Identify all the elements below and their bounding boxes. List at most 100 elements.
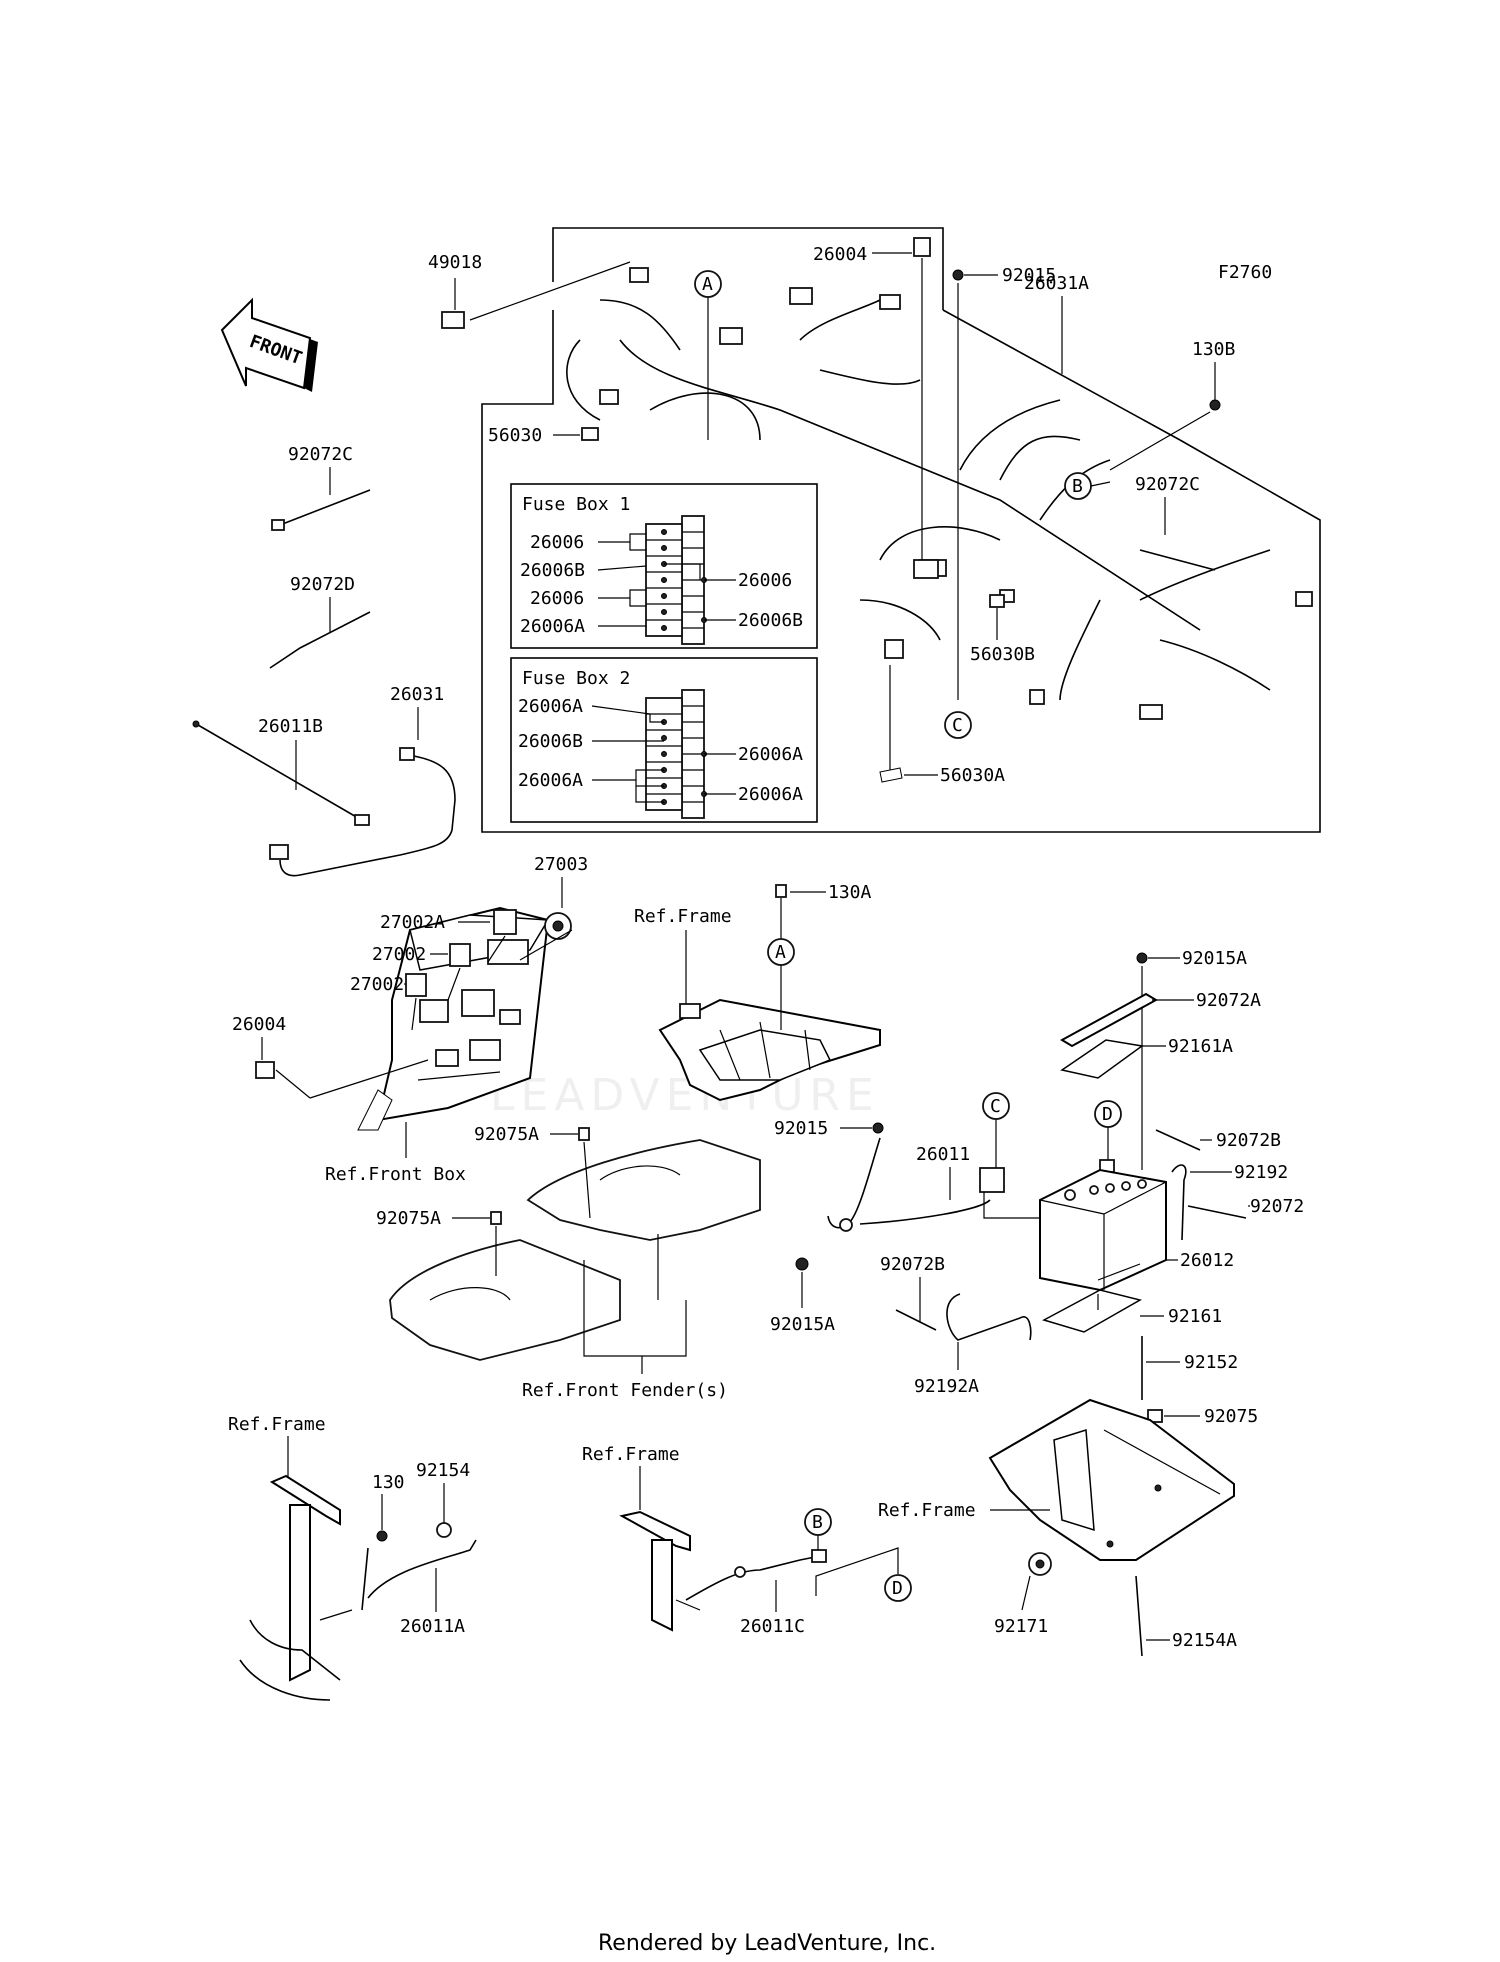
fuse-box-2: Fuse Box 2 26006A 26006B 26006A 26006A xyxy=(510,657,818,823)
watermark: LEADVENTURE xyxy=(490,1070,880,1121)
svg-text:26006A: 26006A xyxy=(518,696,583,717)
svg-text:27002A: 27002A xyxy=(380,912,445,933)
main-wire-harness xyxy=(566,267,1313,720)
label-92015A-mid: 92015A xyxy=(770,1257,835,1335)
diagram-code: F2760 xyxy=(1218,262,1272,283)
svg-text:26011A: 26011A xyxy=(400,1616,465,1637)
svg-text:130A: 130A xyxy=(828,882,872,903)
label-27002A: 27002A xyxy=(380,909,517,963)
svg-text:A: A xyxy=(775,942,786,963)
svg-text:92015: 92015 xyxy=(774,1118,828,1139)
label-92154: 92154 xyxy=(416,1460,470,1538)
svg-text:92192A: 92192A xyxy=(914,1376,979,1397)
ref-front-box: Ref.Front Box xyxy=(325,1122,466,1185)
svg-text:26006A: 26006A xyxy=(738,784,803,805)
label-92075A-b: 92075A xyxy=(376,1208,502,1276)
ref-frame-br: Ref.Frame xyxy=(878,1500,1050,1521)
label-92072D: 92072D xyxy=(269,574,371,669)
svg-text:Ref.Front Box: Ref.Front Box xyxy=(325,1164,466,1185)
fuse-box-1: Fuse Box 1 26006 26006B 26006 26006A xyxy=(510,483,818,649)
svg-text:92072D: 92072D xyxy=(290,574,355,595)
ground-cable-26011A: 26011A xyxy=(361,1539,477,1637)
svg-text:92072C: 92072C xyxy=(1135,474,1200,495)
svg-text:56030: 56030 xyxy=(488,425,542,446)
svg-text:26011C: 26011C xyxy=(740,1616,805,1637)
svg-text:27002: 27002 xyxy=(350,974,404,995)
label-92015-mid: 92015 xyxy=(774,1118,884,1139)
label-92075A-a: 92075A xyxy=(474,1124,591,1219)
label-26011: 26011 xyxy=(916,1144,970,1200)
svg-text:Fuse Box 2: Fuse Box 2 xyxy=(522,668,630,689)
frame-bottom-mid: Ref.Frame xyxy=(582,1444,701,1632)
label-27002-b: 27002 xyxy=(350,973,427,1031)
label-56030B: 56030B xyxy=(970,594,1035,665)
label-27002-a: 27002 xyxy=(372,943,471,1001)
frame-top: Ref.Frame xyxy=(634,906,881,1102)
svg-text:92171: 92171 xyxy=(994,1616,1048,1637)
svg-text:C: C xyxy=(952,715,963,736)
svg-text:92015: 92015 xyxy=(1002,265,1056,286)
svg-text:92072A: 92072A xyxy=(1196,990,1261,1011)
battery-cable-26011 xyxy=(827,1137,1005,1232)
callout-d-battery: D xyxy=(1094,1100,1122,1173)
battery-tray xyxy=(988,1398,1235,1561)
svg-text:26006B: 26006B xyxy=(520,560,585,581)
label-92072A: 92072A xyxy=(1059,990,1261,1048)
svg-text:26006: 26006 xyxy=(738,570,792,591)
label-130: 130 xyxy=(372,1472,405,1542)
svg-text:92154: 92154 xyxy=(416,1460,470,1481)
svg-text:C: C xyxy=(990,1096,1001,1117)
svg-text:26011: 26011 xyxy=(916,1144,970,1165)
label-92161: 92161 xyxy=(1042,1289,1222,1333)
svg-text:92192: 92192 xyxy=(1234,1162,1288,1183)
label-92072B-b: 92072B xyxy=(880,1254,945,1331)
svg-text:49018: 49018 xyxy=(428,252,482,273)
svg-text:130: 130 xyxy=(372,1472,405,1493)
svg-text:26031: 26031 xyxy=(390,684,444,705)
svg-text:26006A: 26006A xyxy=(518,770,583,791)
svg-text:D: D xyxy=(1102,1104,1113,1125)
svg-text:92072C: 92072C xyxy=(288,444,353,465)
label-27003: 27003 xyxy=(519,854,588,961)
svg-text:27003: 27003 xyxy=(534,854,588,875)
svg-text:26004: 26004 xyxy=(813,244,867,265)
label-56030A: 56030A xyxy=(879,665,1005,786)
svg-text:26006A: 26006A xyxy=(738,744,803,765)
svg-text:27002: 27002 xyxy=(372,944,426,965)
label-26031A: 26031A xyxy=(1024,273,1089,374)
label-92015-top: 92015 xyxy=(952,265,1056,700)
callout-a-harness: A xyxy=(694,270,722,440)
svg-text:D: D xyxy=(892,1578,903,1599)
label-92072C-right: 92072C xyxy=(1135,474,1216,571)
svg-text:Fuse Box 1: Fuse Box 1 xyxy=(522,494,630,515)
svg-text:92154A: 92154A xyxy=(1172,1630,1237,1651)
svg-text:26006B: 26006B xyxy=(738,610,803,631)
svg-text:26011B: 26011B xyxy=(258,716,323,737)
svg-text:A: A xyxy=(702,274,713,295)
label-92192: 92192 xyxy=(1171,1162,1288,1241)
label-56030: 56030 xyxy=(488,425,599,446)
svg-text:92161: 92161 xyxy=(1168,1306,1222,1327)
label-92171: 92171 xyxy=(994,1552,1052,1637)
label-92154A: 92154A xyxy=(1135,1575,1237,1657)
label-92161A: 92161A xyxy=(1060,1036,1233,1079)
svg-text:Ref.Frame: Ref.Frame xyxy=(634,906,732,927)
svg-text:92152: 92152 xyxy=(1184,1352,1238,1373)
label-49018: 49018 xyxy=(428,252,631,329)
svg-text:Ref.Frame: Ref.Frame xyxy=(582,1444,680,1465)
svg-text:26006: 26006 xyxy=(530,532,584,553)
label-26011B: 26011B xyxy=(192,716,370,826)
svg-text:B: B xyxy=(1072,476,1083,497)
cable-26011C: 26011C xyxy=(685,1549,827,1637)
label-92152: 92152 xyxy=(1141,1336,1238,1400)
label-26004-top: 26004 xyxy=(813,237,939,579)
svg-text:Ref.Frame: Ref.Frame xyxy=(228,1414,326,1435)
svg-text:92015A: 92015A xyxy=(770,1314,835,1335)
battery-26012: 26012 xyxy=(1039,1168,1234,1292)
svg-text:92161A: 92161A xyxy=(1168,1036,1233,1057)
front-fenders xyxy=(389,1139,761,1361)
footer-credit: Rendered by LeadVenture, Inc. xyxy=(598,1931,936,1956)
label-130A: 130A xyxy=(775,882,872,940)
label-92192A: 92192A xyxy=(914,1293,1032,1397)
